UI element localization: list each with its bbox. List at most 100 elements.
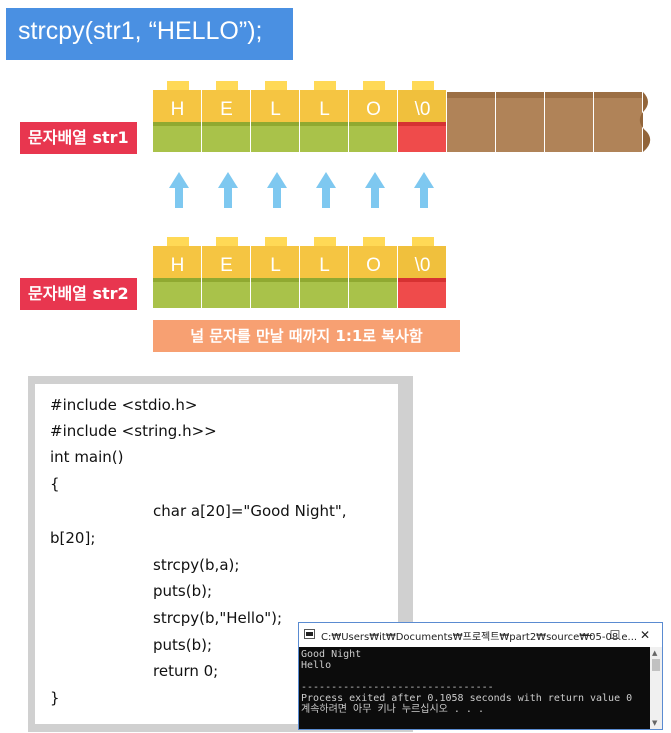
str1-label: 문자배열 str1 bbox=[20, 122, 137, 154]
code-line-10: puts(b); bbox=[153, 636, 213, 654]
code-line-12: } bbox=[50, 689, 60, 707]
cell-top bbox=[251, 90, 299, 122]
console-line: Process exited after 0.1058 seconds with… bbox=[301, 693, 633, 704]
empty-cell-edge bbox=[496, 92, 544, 98]
cell-edge bbox=[300, 278, 348, 282]
cell-top bbox=[300, 90, 348, 122]
cell-letter-1-1: E bbox=[220, 99, 233, 120]
console-scrollbar[interactable]: ▲ ▼ bbox=[650, 647, 662, 729]
cell-letter-1-4: O bbox=[366, 99, 381, 120]
cell-letter-2-0: H bbox=[171, 255, 185, 276]
code-line-8: puts(b); bbox=[153, 582, 213, 600]
cell-top bbox=[349, 246, 397, 278]
maximize-icon[interactable]: ☐ bbox=[609, 628, 621, 642]
cell-top bbox=[300, 246, 348, 278]
cell-edge bbox=[398, 278, 446, 282]
cell-top bbox=[349, 90, 397, 122]
empty-cell bbox=[545, 92, 593, 152]
empty-cell-edge bbox=[594, 92, 642, 98]
cell-top bbox=[202, 90, 250, 122]
copy-note: 널 문자를 만날 때까지 1:1로 복사함 bbox=[153, 320, 460, 352]
close-icon[interactable]: ✕ bbox=[639, 628, 651, 642]
box-lid bbox=[216, 81, 238, 91]
cell-top bbox=[398, 90, 446, 122]
torn-edge bbox=[639, 92, 651, 152]
box-lid bbox=[412, 81, 434, 91]
empty-cell bbox=[594, 92, 642, 152]
title-banner bbox=[6, 8, 293, 60]
minimize-icon[interactable]: — bbox=[581, 628, 593, 642]
cell-block bbox=[349, 278, 397, 308]
cell-letter-2-2: L bbox=[270, 255, 281, 276]
cell-edge bbox=[251, 122, 299, 126]
cell-block bbox=[300, 122, 348, 152]
scroll-thumb[interactable] bbox=[652, 659, 660, 671]
code-line-11: return 0; bbox=[153, 662, 219, 680]
console-titlebar[interactable]: C:₩Users₩it₩Documents₩프로젝트₩part2₩source₩… bbox=[299, 623, 662, 647]
cell-block bbox=[202, 278, 250, 308]
code-line-6: b[20]; bbox=[50, 529, 96, 547]
console-window[interactable]: C:₩Users₩it₩Documents₩프로젝트₩part2₩source₩… bbox=[298, 622, 663, 730]
code-line-5: char a[20]="Good Night", bbox=[153, 502, 347, 520]
code-line-3: int main() bbox=[50, 448, 124, 466]
box-lid bbox=[216, 237, 238, 247]
cell-block bbox=[398, 122, 446, 152]
cell-letter-2-1: E bbox=[220, 255, 233, 276]
cell-edge bbox=[153, 278, 201, 282]
console-line: -------------------------------- bbox=[301, 682, 494, 693]
up-arrow-icon bbox=[218, 172, 238, 208]
up-arrow-icon bbox=[365, 172, 385, 208]
empty-cell bbox=[447, 92, 495, 152]
cell-block bbox=[251, 122, 299, 152]
cell-letter-2-4: O bbox=[366, 255, 381, 276]
box-lid bbox=[265, 237, 287, 247]
console-line: 계속하려면 아무 키나 누르십시오 . . . bbox=[301, 704, 484, 715]
cell-letter-1-5: \0 bbox=[415, 99, 431, 120]
box-lid bbox=[363, 237, 385, 247]
code-line-9: strcpy(b,"Hello"); bbox=[153, 609, 283, 627]
cell-edge bbox=[349, 278, 397, 282]
scroll-up-icon[interactable]: ▲ bbox=[652, 649, 658, 657]
code-line-4: { bbox=[50, 475, 60, 493]
box-lid bbox=[167, 81, 189, 91]
cell-top bbox=[398, 246, 446, 278]
console-line: Good Night bbox=[301, 649, 362, 660]
cell-letter-2-3: L bbox=[319, 255, 330, 276]
up-arrow-icon bbox=[316, 172, 336, 208]
console-line: Hello bbox=[301, 660, 332, 671]
console-app-icon bbox=[304, 629, 315, 639]
cell-block bbox=[300, 278, 348, 308]
cell-edge bbox=[202, 278, 250, 282]
box-lid bbox=[412, 237, 434, 247]
console-output: Good Night Hello -----------------------… bbox=[299, 647, 650, 729]
cell-top bbox=[153, 90, 201, 122]
cell-edge bbox=[153, 122, 201, 126]
up-arrow-icon bbox=[414, 172, 434, 208]
empty-cell-edge bbox=[447, 92, 495, 98]
cell-block bbox=[251, 278, 299, 308]
scroll-down-icon[interactable]: ▼ bbox=[652, 719, 658, 727]
cell-top bbox=[153, 246, 201, 278]
cell-block bbox=[349, 122, 397, 152]
cell-top bbox=[202, 246, 250, 278]
cell-top bbox=[251, 246, 299, 278]
box-lid bbox=[265, 81, 287, 91]
box-lid bbox=[167, 237, 189, 247]
box-lid bbox=[363, 81, 385, 91]
cell-letter-1-0: H bbox=[171, 99, 185, 120]
cell-edge bbox=[251, 278, 299, 282]
page-title: strcpy(str1, “HELLO”); bbox=[18, 17, 263, 45]
empty-cell bbox=[496, 92, 544, 152]
code-line-2: #include <string.h>> bbox=[50, 422, 217, 440]
up-arrow-icon bbox=[169, 172, 189, 208]
cell-edge bbox=[349, 122, 397, 126]
cell-block bbox=[202, 122, 250, 152]
cell-letter-1-3: L bbox=[319, 99, 330, 120]
cell-block bbox=[398, 278, 446, 308]
cell-block bbox=[153, 278, 201, 308]
cell-block bbox=[153, 122, 201, 152]
box-lid bbox=[314, 81, 336, 91]
cell-edge bbox=[202, 122, 250, 126]
code-line-7: strcpy(b,a); bbox=[153, 556, 240, 574]
